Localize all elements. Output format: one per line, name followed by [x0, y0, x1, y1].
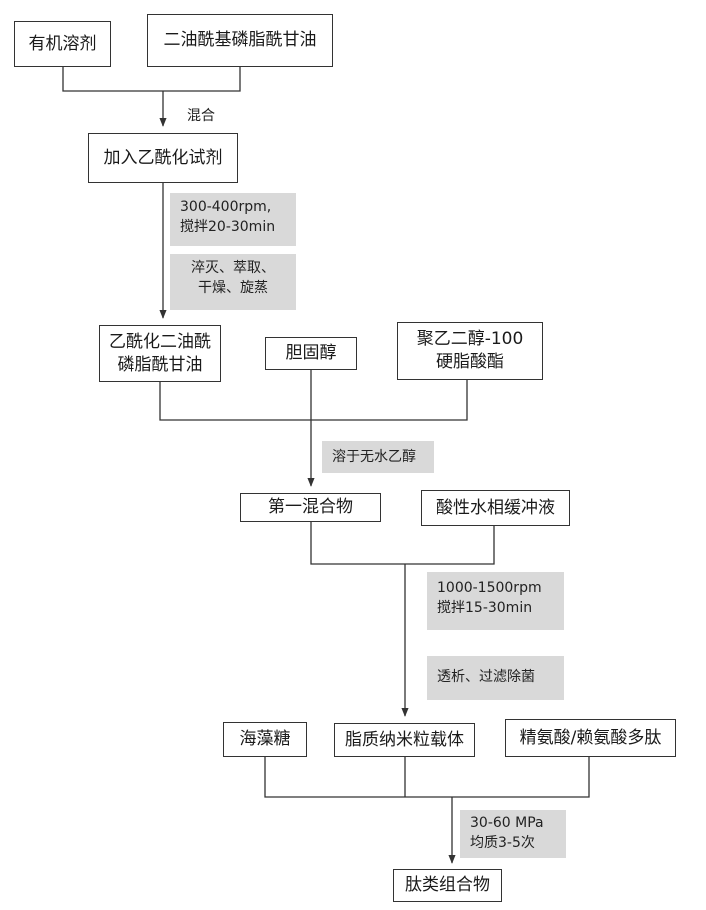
connector-second-merge	[160, 380, 467, 420]
node-first-mixture: 第一混合物	[240, 493, 381, 522]
node-peg: 聚乙二醇-100 硬脂酸酯	[397, 322, 543, 380]
node-buffer: 酸性水相缓冲液	[421, 490, 570, 526]
node-lipid-nanoparticle: 脂质纳米粒载体	[334, 723, 475, 757]
node-acetylation-reagent: 加入乙酰化试剂	[88, 133, 238, 183]
note-dialysis: 透析、过滤除菌	[427, 656, 564, 700]
note-quench: 淬灭、萃取、 干燥、旋蒸	[170, 254, 296, 310]
node-final-product: 肽类组合物	[393, 869, 502, 902]
node-organic-solvent: 有机溶剂	[14, 21, 111, 67]
connector-top-merge	[63, 67, 240, 91]
note-stir-1: 300-400rpm, 搅拌20-30min	[170, 193, 296, 246]
node-acetylated-pg: 乙酰化二油酰 磷脂酰甘油	[99, 325, 221, 382]
label-mix: 混合	[187, 105, 215, 125]
note-dissolve: 溶于无水乙醇	[322, 441, 434, 473]
node-diacyl-pg: 二油酰基磷脂酰甘油	[147, 14, 333, 67]
note-homogenize: 30-60 MPa 均质3-5次	[460, 810, 566, 858]
note-stir-2: 1000-1500rpm 搅拌15-30min	[427, 572, 564, 630]
node-peptide: 精氨酸/赖氨酸多肽	[505, 719, 676, 757]
connector-third-merge	[311, 522, 494, 564]
node-trehalose: 海藻糖	[223, 722, 307, 757]
node-cholesterol: 胆固醇	[265, 337, 357, 370]
connector-fourth-merge	[265, 757, 589, 797]
